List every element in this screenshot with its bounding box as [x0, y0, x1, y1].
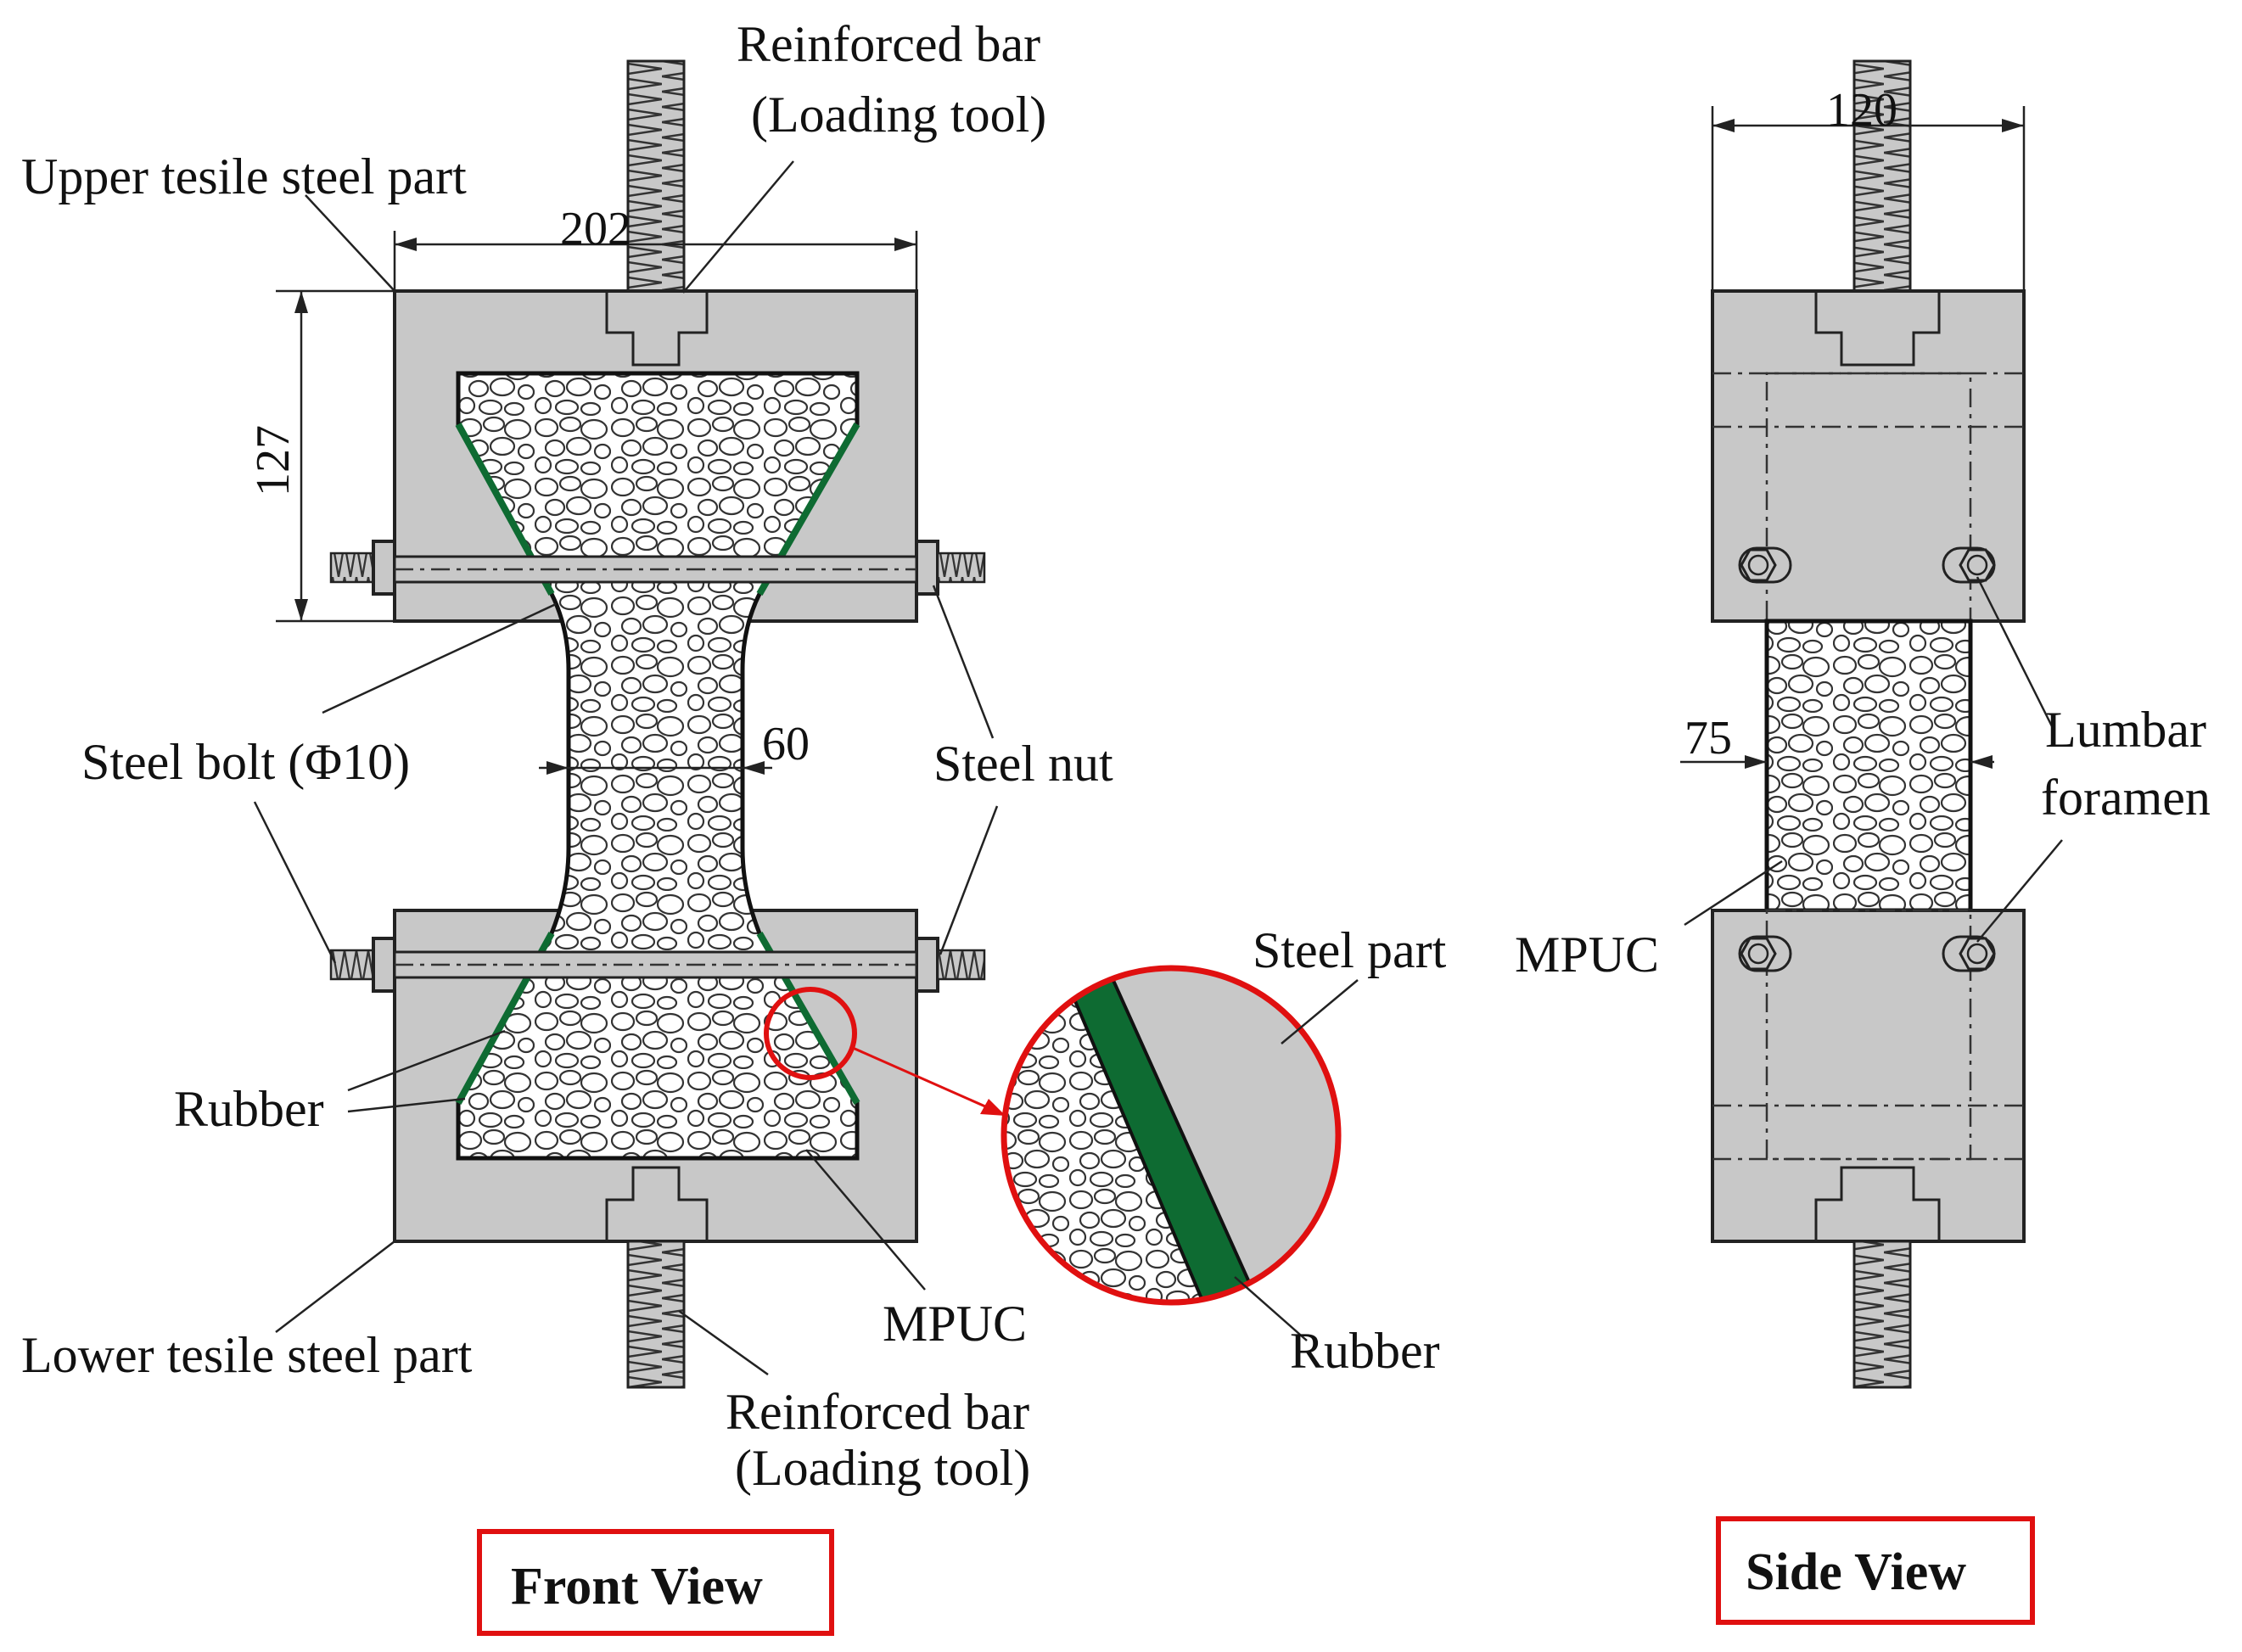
label-rubber-detail: Rubber [1290, 1323, 1440, 1379]
side-nuts [1738, 546, 1996, 972]
label-steel-bolt: Steel bolt (Φ10) [81, 734, 410, 790]
dim-width-front: 202 [560, 203, 631, 255]
detail-rubber-layer [1057, 968, 1264, 1302]
front-view-box [477, 1529, 834, 1636]
label-reinforced-bar-top: Reinforced bar [737, 16, 1040, 72]
label-mpuc-side: MPUC [1515, 927, 1659, 983]
nut-upper-left [372, 540, 396, 596]
front-view-title: Front View [511, 1558, 763, 1616]
label-steel-part: Steel part [1253, 922, 1447, 978]
bolt-thread-lower-left [329, 949, 375, 981]
nut-upper-right [915, 540, 939, 596]
top-reinforced-bar [626, 59, 686, 305]
side-view-box [1716, 1516, 2035, 1625]
nut-lower-right [915, 937, 939, 993]
highlight-circle [764, 987, 857, 1080]
dim-width-side: 120 [1826, 84, 1897, 137]
nut-lower-left [372, 937, 396, 993]
upper-bar-socket [605, 291, 709, 367]
side-top-bar [1852, 59, 1912, 305]
mpuc-specimen-side [1764, 619, 1973, 913]
label-steel-nut: Steel nut [933, 736, 1113, 792]
bolt-thread-upper-right [936, 552, 986, 584]
side-bottom-bar [1852, 1240, 1912, 1389]
detail-view [1004, 968, 1338, 1302]
bolt-thread-upper-left [329, 552, 375, 584]
dim-neck-width: 60 [762, 718, 810, 770]
label-rubber: Rubber [174, 1081, 324, 1137]
bottom-reinforced-bar [626, 1240, 686, 1389]
side-view-title: Side View [1746, 1543, 1966, 1601]
label-lumbar: Lumbar [2045, 702, 2206, 758]
dim-thickness-side: 75 [1684, 712, 1732, 764]
label-upper-steel-part: Upper tesile steel part [21, 148, 467, 204]
lower-bar-socket [605, 1166, 709, 1241]
label-loading-tool-top: (Loading tool) [751, 87, 1046, 143]
label-loading-tool-bottom: (Loading tool) [735, 1440, 1030, 1496]
label-mpuc-front: MPUC [883, 1296, 1027, 1352]
bolt-thread-lower-right [936, 949, 986, 981]
label-lower-steel-part: Lower tesile steel part [21, 1327, 473, 1383]
label-foramen: foramen [2041, 770, 2211, 826]
label-reinforced-bar-bottom: Reinforced bar [726, 1384, 1029, 1440]
detail-frame [1000, 965, 1342, 1306]
dim-height-front: 127 [247, 425, 300, 496]
